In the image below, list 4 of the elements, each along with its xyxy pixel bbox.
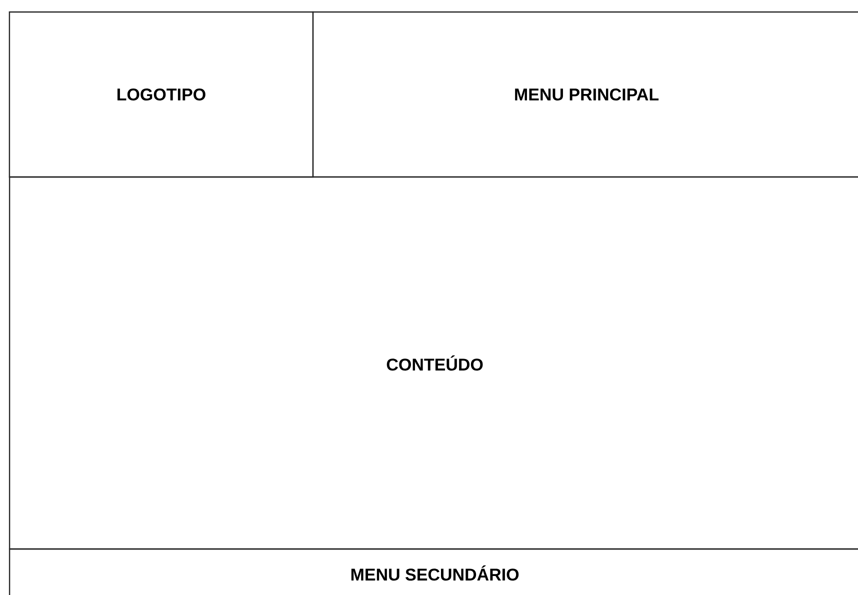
content-box: CONTEÚDO [8,176,858,550]
header-box: LOGOTIPO [8,11,314,178]
menu-box: MENU PRINCIPAL [312,11,858,178]
footer-box: MENU SECUNDÁRIO [8,548,858,595]
